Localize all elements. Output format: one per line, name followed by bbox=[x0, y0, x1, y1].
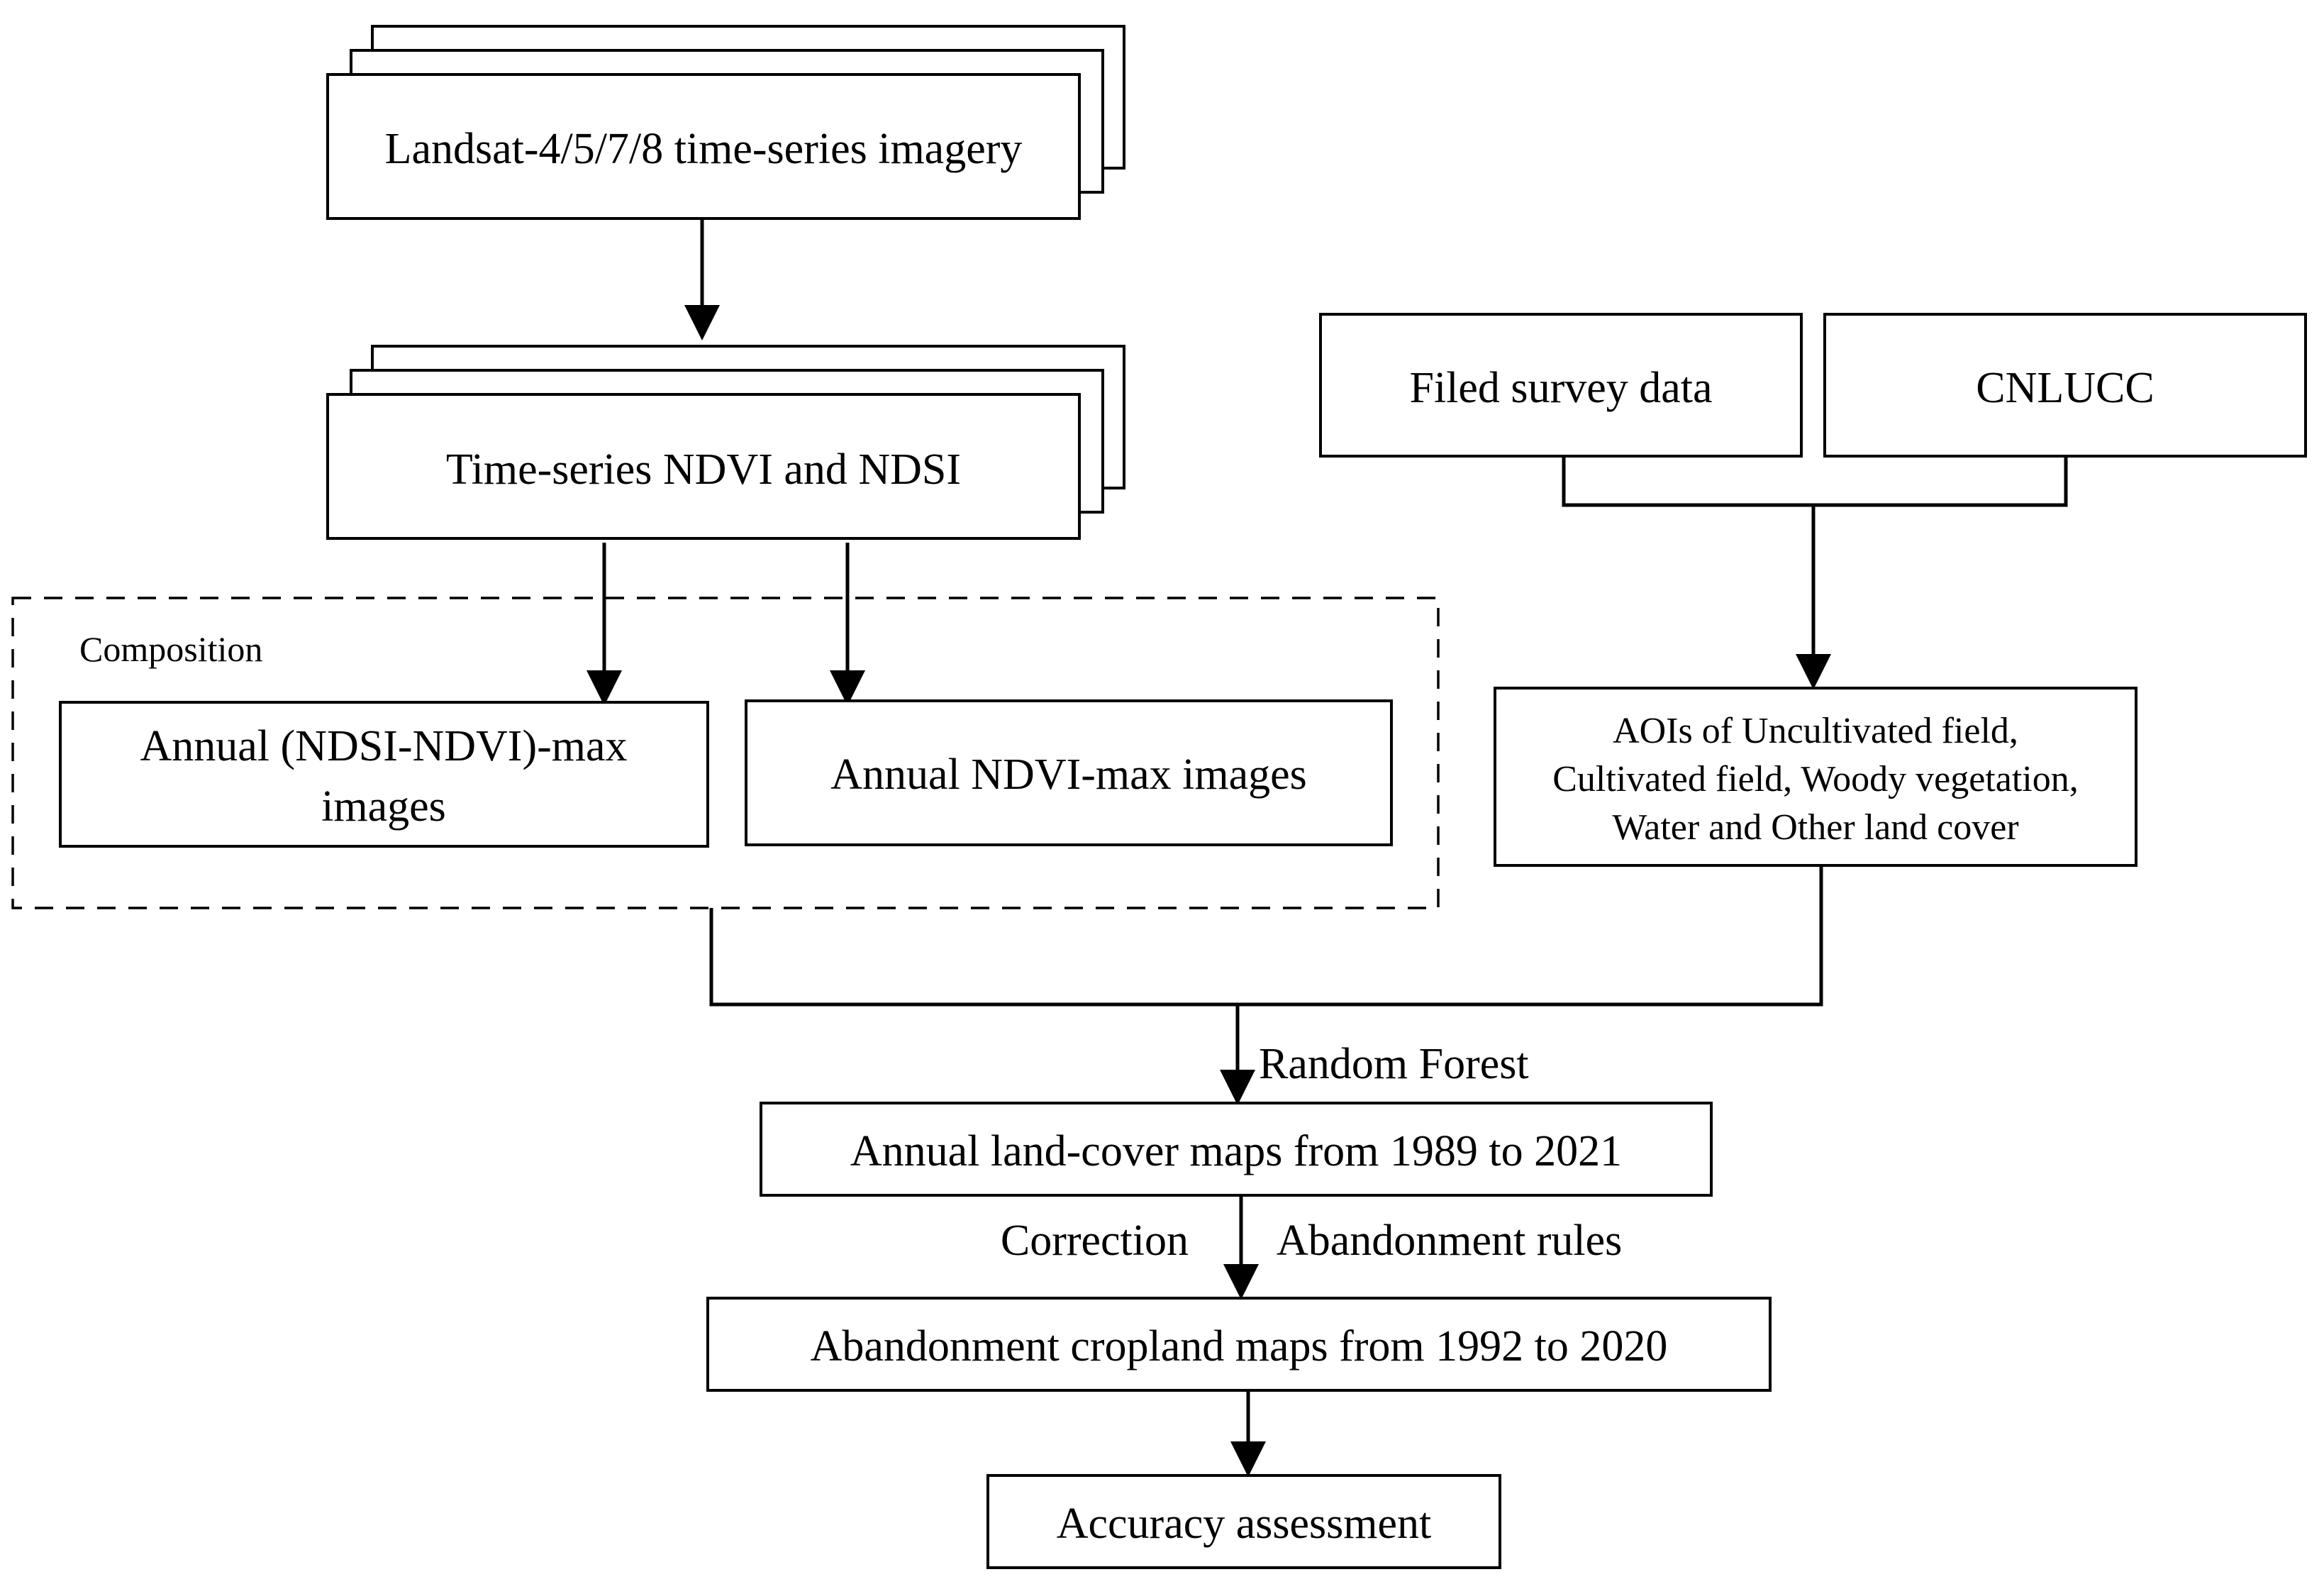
accuracy-label: Accuracy assessment bbox=[1057, 1500, 1432, 1548]
annual-ndsi-ndvi-max-box bbox=[59, 701, 709, 848]
annual-ndvi-max-label: Annual NDVI-max images bbox=[830, 751, 1307, 799]
landsat-label: Landsat-4/5/7/8 time-series imagery bbox=[385, 125, 1023, 173]
abandonment-maps-label: Abandonment cropland maps from 1992 to 2… bbox=[811, 1322, 1668, 1370]
aois-label-line2: Cultivated field, Woody vegetation, bbox=[1552, 759, 2078, 799]
land-cover-maps-box bbox=[760, 1102, 1713, 1197]
landsat-node: Landsat-4/5/7/8 time-series imagery bbox=[326, 25, 1125, 220]
landsat-stack-front bbox=[326, 73, 1081, 220]
cnlucc-label: CNLUCC bbox=[1976, 364, 2154, 412]
field-survey-label: Filed survey data bbox=[1409, 364, 1712, 412]
composition-label: Composition bbox=[79, 629, 262, 669]
composition-group bbox=[11, 597, 1440, 909]
ndvi-stack-front bbox=[326, 393, 1081, 540]
abandonment-rules-label: Abandonment rules bbox=[1277, 1217, 1622, 1265]
aois-box bbox=[1494, 687, 2137, 867]
annual-ndvi-max-box bbox=[745, 699, 1393, 846]
ndvi-ndsi-node: Time-series NDVI and NDSI bbox=[326, 345, 1125, 540]
random-forest-label: Random Forest bbox=[1259, 1040, 1529, 1088]
field-survey-box bbox=[1319, 313, 1803, 458]
accuracy-box bbox=[986, 1474, 1501, 1569]
correction-label: Correction bbox=[1001, 1217, 1189, 1265]
abandonment-maps-box bbox=[706, 1297, 1772, 1392]
connector-survey-cnlucc bbox=[1562, 456, 2068, 507]
aois-label-line3: Water and Other land cover bbox=[1612, 807, 2018, 848]
connector-composition-aois bbox=[709, 865, 1823, 1007]
annual-ndsi-ndvi-max-label-line2: images bbox=[321, 782, 446, 831]
aois-label: AOIs of Uncultivated field, bbox=[1613, 711, 2018, 751]
land-cover-maps-label: Annual land-cover maps from 1989 to 2021 bbox=[850, 1127, 1622, 1175]
annual-ndsi-ndvi-max-label: Annual (NDSI-NDVI)-max bbox=[140, 722, 628, 770]
ndvi-ndsi-label: Time-series NDVI and NDSI bbox=[446, 445, 961, 494]
